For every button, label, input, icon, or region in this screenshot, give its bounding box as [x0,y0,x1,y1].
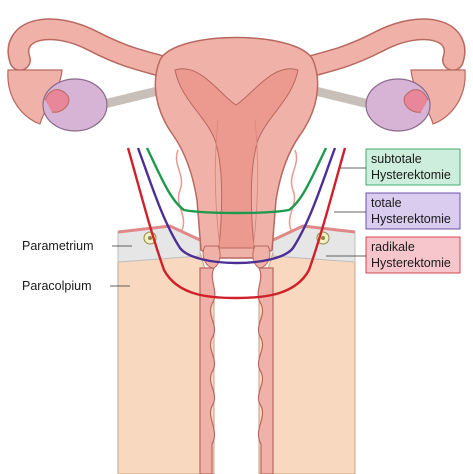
legend-total: totale Hysterektomie [334,192,461,230]
ovary-left [42,78,108,132]
subtotal-hysterectomy-line [145,147,328,215]
paracolpium-region [117,251,356,474]
legend-total-line2: Hysterektomie [371,212,451,226]
legend-radical-line2: Hysterektomie [371,256,451,270]
legend-total-line1: totale [371,196,402,210]
parametrium-label-group: Parametrium [22,239,132,253]
legend-subtotal-line1: subtotale [371,152,422,166]
total-hysterectomy-line [136,147,337,265]
radical-hysterectomy-line [126,147,347,300]
parametrium-label: Parametrium [22,239,94,253]
legend-subtotal-line2: Hysterektomie [371,168,451,182]
resection-lines [126,147,347,300]
paracolpium-label-group: Paracolpium [22,279,130,293]
ovary-right [365,78,431,132]
paracolpium-label: Paracolpium [22,279,91,293]
uterine-vessels [175,149,298,231]
legend-radical: radikale Hysterektomie [326,236,461,274]
legend: subtotale Hysterektomie totale Hysterekt… [326,148,461,274]
legend-radical-line1: radikale [371,240,415,254]
vagina [199,267,274,474]
parametrium-region [117,224,356,263]
legend-subtotal: subtotale Hysterektomie [340,148,461,186]
